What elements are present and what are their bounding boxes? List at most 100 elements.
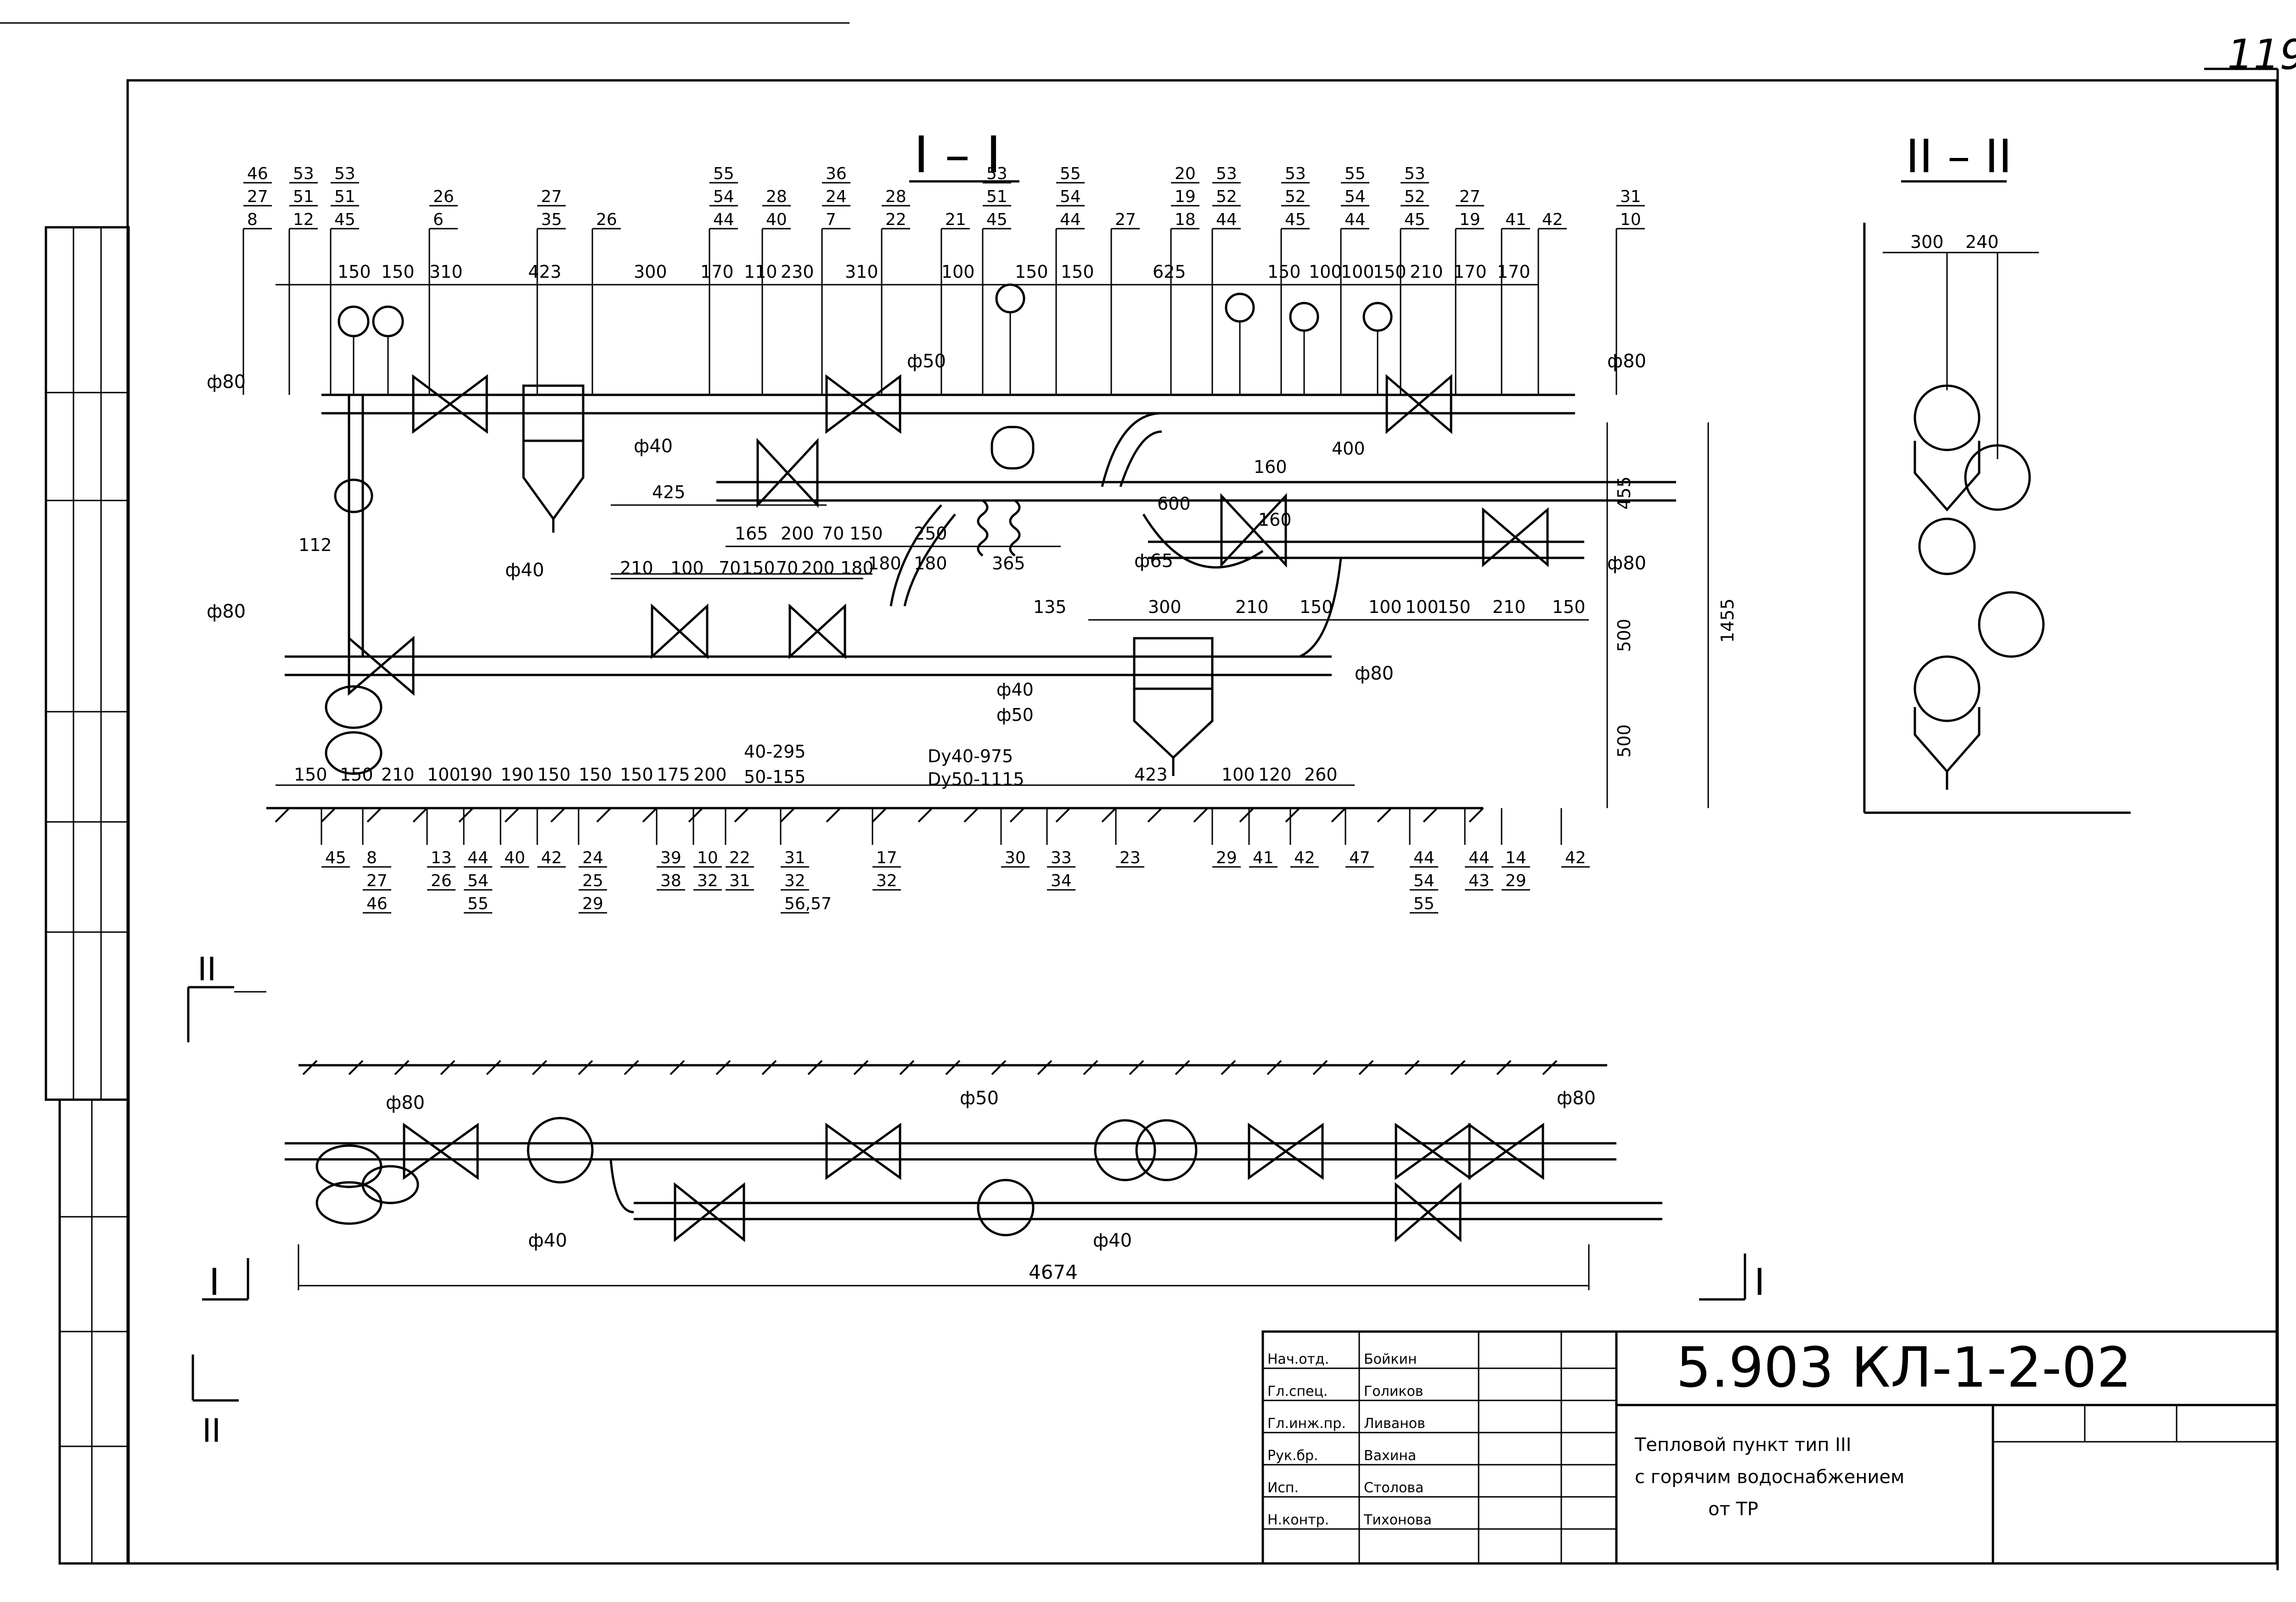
diameter-labels: ф80 ф40 ф50 ф80 ф40 ф65 ф80 ф80 ф80 <box>207 351 1646 684</box>
sec2-dim-2: 240 <box>1965 232 1999 252</box>
dim: 600 <box>1157 494 1191 514</box>
vertical-dims: 455 500 500 1455 <box>1606 422 1738 808</box>
callout-number: 27 <box>1115 210 1136 229</box>
sec2-dim-1: 300 <box>1910 232 1944 252</box>
callout-number: 22 <box>729 849 750 867</box>
dim: 150 <box>537 764 571 785</box>
callout-number: 46 <box>366 894 388 913</box>
dy-note: ф50 <box>996 705 1034 725</box>
stamp-role: Гл.инж.пр. <box>1267 1416 1346 1432</box>
stamp-role: Н.контр. <box>1267 1512 1329 1528</box>
callout-number: 17 <box>876 849 897 867</box>
dim: 160 <box>1254 457 1287 477</box>
callout-number: 18 <box>1175 210 1196 229</box>
title-line-3: от ТР <box>1708 1499 1758 1520</box>
dim: 150 <box>742 558 775 578</box>
callout-number: 51 <box>293 187 314 206</box>
side-stamp <box>45 226 130 1565</box>
vdim-455: 455 <box>1614 476 1634 510</box>
plan-diam-2: ф50 <box>960 1088 999 1109</box>
callout-number: 27 <box>247 187 268 206</box>
callout-tag: 45 <box>321 808 350 868</box>
callout-number: 7 <box>826 210 836 229</box>
callout-number: 42 <box>1542 210 1563 229</box>
dim: 310 <box>429 262 463 282</box>
marker-I-left: I <box>209 1261 220 1304</box>
callout-number: 52 <box>1285 187 1306 206</box>
dim: 210 <box>620 558 653 578</box>
callout-number: 35 <box>541 210 562 229</box>
dy-note: 40-295 <box>744 742 806 762</box>
dim: 150 <box>1300 597 1333 617</box>
callout-number: 51 <box>986 187 1007 206</box>
dim: 150 <box>579 764 612 785</box>
diam-left-low: ф80 <box>207 601 246 622</box>
section-1-title: I – I <box>914 125 1001 184</box>
dim: 170 <box>700 262 734 282</box>
document-code: 5.903 КЛ-1-2-02 <box>1676 1336 2132 1400</box>
stamp-role: Нач.отд. <box>1267 1351 1329 1367</box>
stamp-role: Исп. <box>1267 1480 1299 1496</box>
dim: 423 <box>528 262 562 282</box>
diam-ф50: ф50 <box>907 351 946 372</box>
callout-number: 25 <box>582 871 603 890</box>
diam-ф40-a: ф40 <box>634 436 673 457</box>
callout-number: 27 <box>541 187 562 206</box>
callout-number: 45 <box>986 210 1007 229</box>
mud-collectors <box>522 384 1214 776</box>
dim: 150 <box>1373 262 1407 282</box>
callout-number: 53 <box>1216 164 1237 183</box>
callout-tag: 29 <box>1211 808 1241 868</box>
callout-tag: 42 <box>1537 210 1567 395</box>
callout-number: 29 <box>582 894 603 913</box>
dim: 100 <box>1368 597 1402 617</box>
stamp-name: Вахина <box>1364 1448 1416 1464</box>
marker-II-top: II <box>197 950 216 988</box>
title-line-1: Тепловой пункт тип III <box>1634 1434 1851 1456</box>
dim: 250 <box>914 523 947 544</box>
sheet-number: 119 <box>2227 31 2296 79</box>
callout-number: 26 <box>596 210 617 229</box>
dim: 260 <box>1304 764 1338 785</box>
diam-top-left: ф80 <box>207 371 246 393</box>
dy-notes: ф40 ф50 Dу40-975 Dу50-1115 40-295 50-155 <box>744 680 1034 789</box>
callout-number: 13 <box>431 849 452 867</box>
callout-tag: 27 <box>1110 210 1140 395</box>
callout-number: 42 <box>1294 849 1315 867</box>
callout-number: 42 <box>541 849 562 867</box>
callout-tag: 30 <box>1000 808 1030 868</box>
callout-number: 44 <box>1060 210 1081 229</box>
callout-number: 6 <box>433 210 444 229</box>
callout-number: 52 <box>1404 187 1425 206</box>
diam-ф65: ф65 <box>1134 551 1173 572</box>
callout-number: 29 <box>1216 849 1237 867</box>
diam-bottom-mid: ф80 <box>1355 663 1394 684</box>
plan-diam-4: ф40 <box>528 1230 567 1251</box>
dim: 170 <box>1453 262 1487 282</box>
callout-number: 30 <box>1005 849 1026 867</box>
dim: 150 <box>850 523 883 544</box>
dy-note: Dу40-975 <box>928 746 1013 766</box>
callout-number: 44 <box>1345 210 1366 229</box>
callout-number: 55 <box>1345 164 1366 183</box>
callout-number: 52 <box>1216 187 1237 206</box>
callout-number: 56,57 <box>784 894 832 913</box>
dim: 625 <box>1153 262 1186 282</box>
dim: 100 <box>1221 764 1255 785</box>
callout-tag: 42 <box>536 808 566 868</box>
callout-tag: 266 <box>428 187 458 395</box>
title-block <box>1261 1330 2279 1565</box>
